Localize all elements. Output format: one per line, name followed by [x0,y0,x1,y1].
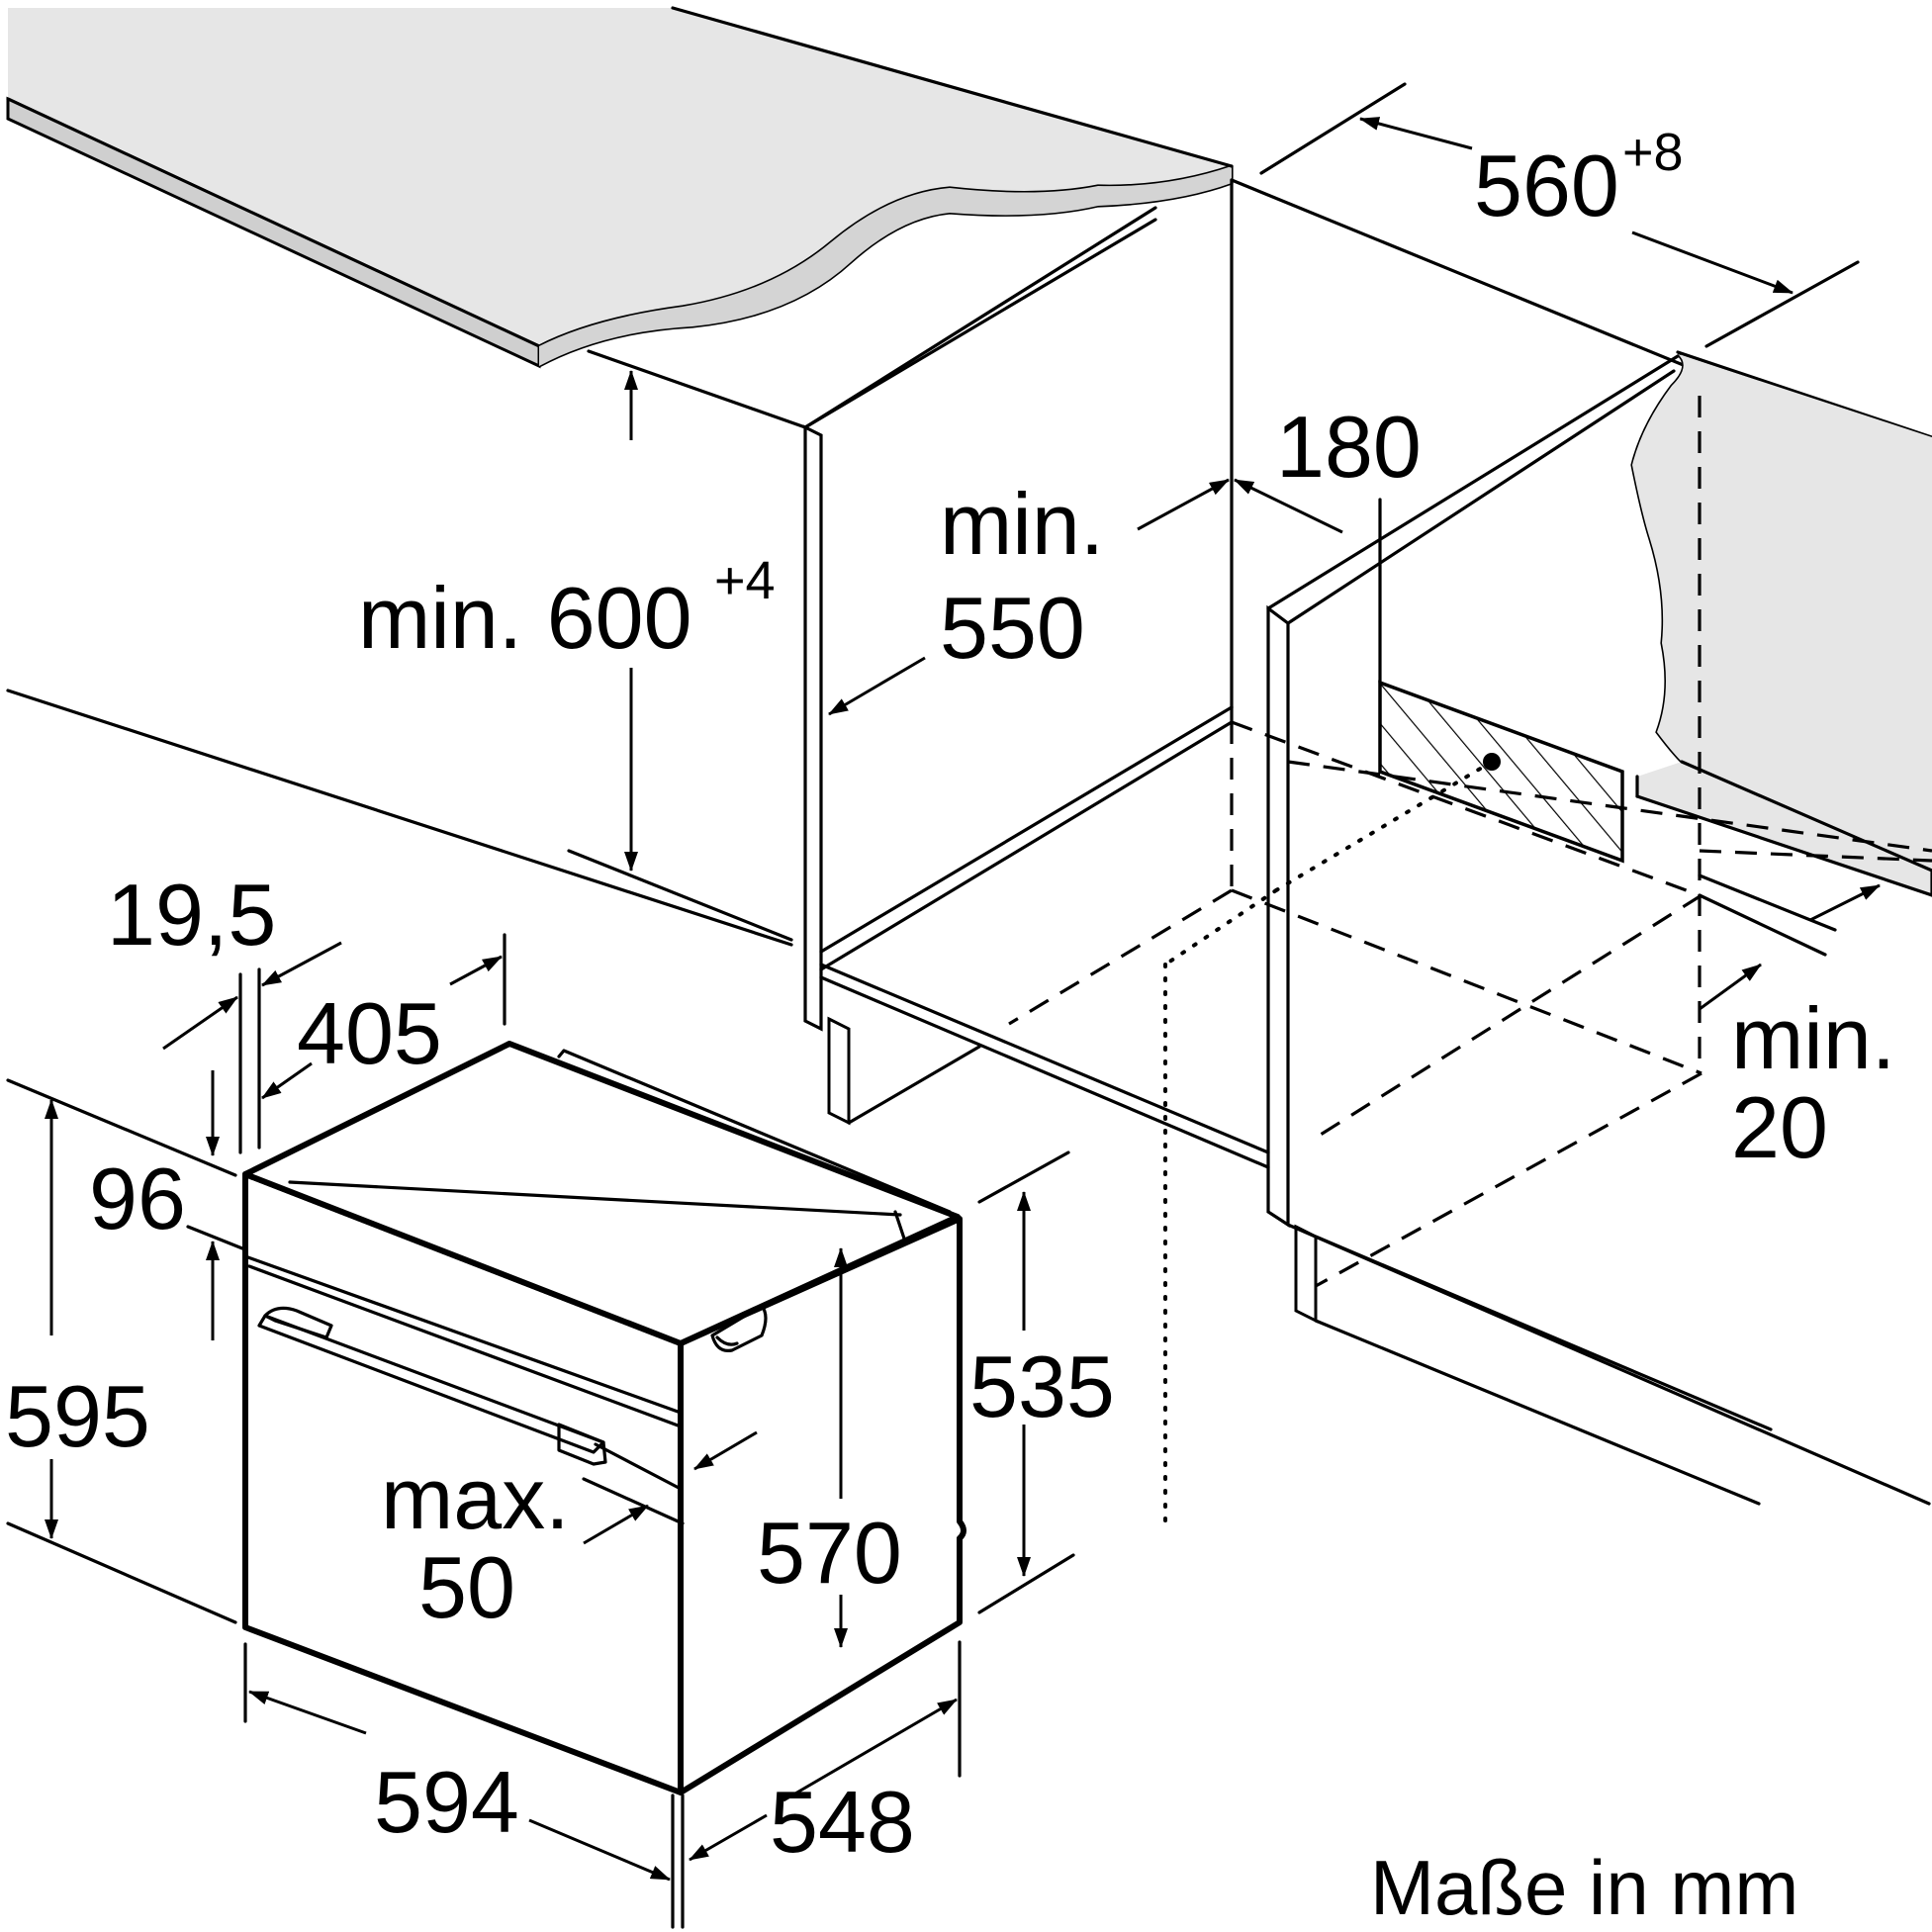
units-note: Maße in mm [1370,1844,1798,1931]
label-max-50-line1: max. [381,1449,570,1547]
niche-outline [1008,396,1932,1530]
label-max-50-line2: 50 [418,1538,515,1636]
label-min-20-line2: 20 [1731,1078,1828,1176]
side-panel [1230,178,1932,1506]
label-min-600: min. 600 [358,569,692,667]
label-535: 535 [969,1337,1115,1435]
label-min-550-line2: 550 [940,579,1085,677]
worktop [6,6,1234,369]
label-560: 560 [1474,137,1619,234]
label-594: 594 [374,1753,519,1851]
label-570: 570 [757,1504,902,1602]
dimension-lines [6,82,1881,1929]
label-96: 96 [89,1150,186,1247]
label-595: 595 [5,1367,150,1465]
label-min-550-line1: min. [940,475,1104,573]
oven [242,1041,966,1795]
dimension-labels: 560 +8 min. 600 +4 min. 550 180 min. 20 … [5,123,1895,1931]
label-min-20-line1: min. [1731,989,1895,1087]
label-405: 405 [297,984,442,1082]
label-560-tolerance: +8 [1622,123,1684,182]
label-19-5: 19,5 [107,866,276,964]
label-180: 180 [1276,398,1422,496]
upper-cabinet [587,178,1234,1032]
label-548: 548 [770,1773,915,1871]
label-600-tolerance: +4 [714,551,776,610]
floor-lines [6,689,1270,1169]
